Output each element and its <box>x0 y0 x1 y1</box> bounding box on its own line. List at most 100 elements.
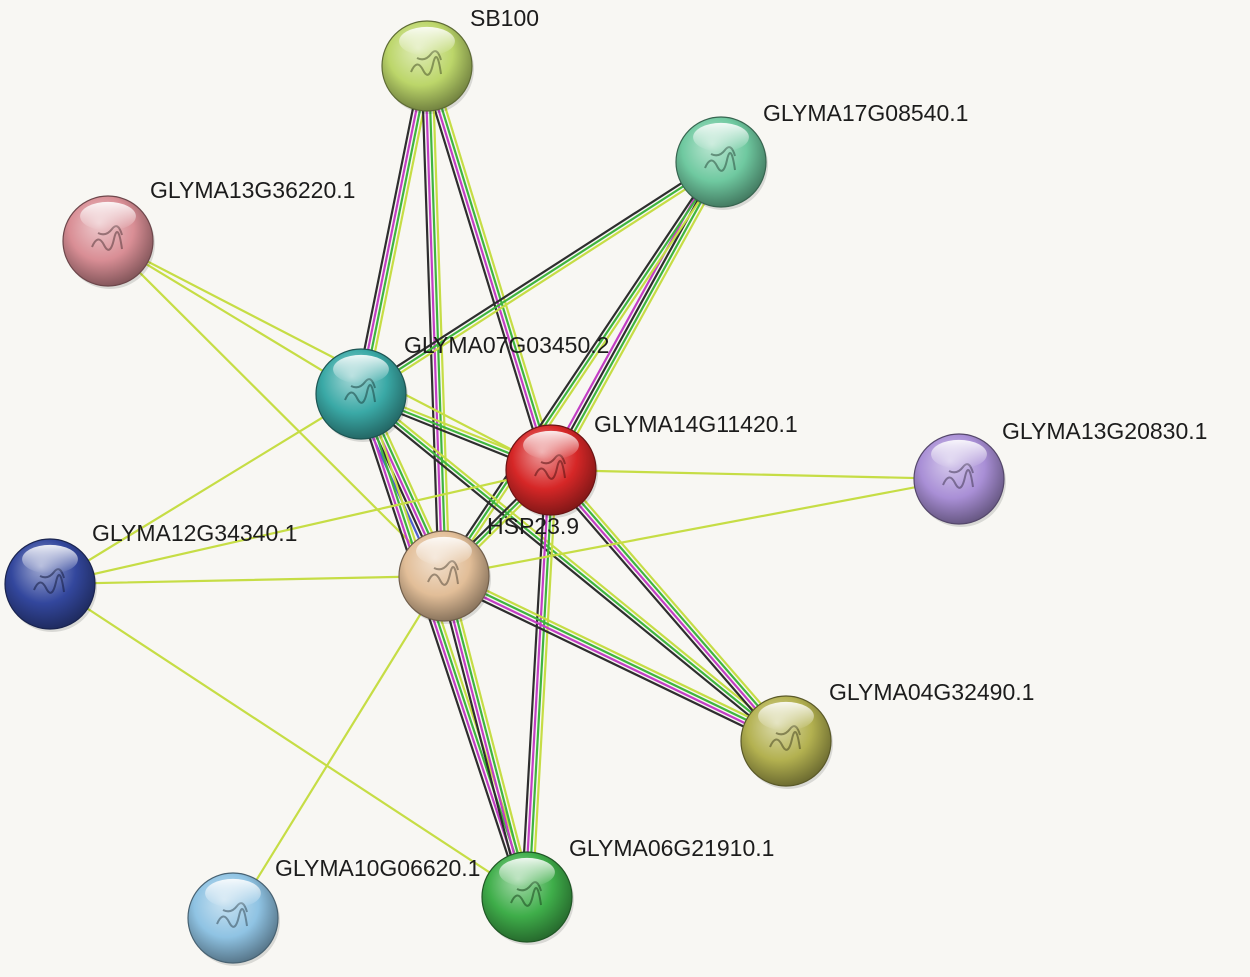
edge-strand-yellowgreen <box>448 573 534 897</box>
edge-strand-yellowgreen <box>531 469 558 899</box>
edge-strand-magenta <box>524 468 551 898</box>
edge-glyma14g11420-1-glyma04g32490-1 <box>545 465 792 746</box>
node-label-glyma07g03450-2: GLYMA07G03450.2 <box>404 332 609 358</box>
node-hsp23-9[interactable] <box>398 530 491 624</box>
node-label-glyma12g34340-1: GLYMA12G34340.1 <box>92 520 297 546</box>
edge-hsp23-9-glyma06g21910-1 <box>437 573 534 900</box>
edge-strand-yellowgreen <box>554 163 727 474</box>
edge-strand-green <box>359 392 788 743</box>
edge-strand-green <box>442 160 723 578</box>
edge-sb100-glyma07g03450-2 <box>354 63 434 397</box>
edge-strand-yellowgreen <box>106 239 553 472</box>
node-glyma17g08540-1[interactable] <box>675 116 768 210</box>
edge-strand-black <box>354 394 523 900</box>
edge-sb100-glyma14g11420-1 <box>420 63 558 473</box>
edge-strand-magenta <box>441 575 527 899</box>
edge-glyma13g36220-1-glyma07g03450-2 <box>106 239 363 396</box>
node-label-glyma13g36220-1: GLYMA13G36220.1 <box>150 177 355 203</box>
edge-strand-magenta <box>358 393 527 899</box>
node-glyma13g36220-1[interactable] <box>62 195 155 289</box>
edge-glyma07g03450-2-glyma06g21910-1 <box>354 391 534 900</box>
edge-strand-green <box>361 65 430 396</box>
edge-strand-black <box>520 468 547 898</box>
node-glyma06g21910-1[interactable] <box>481 851 574 945</box>
edge-strand-yellowgreen <box>48 574 446 586</box>
edge-strand-yellowgreen <box>106 239 363 396</box>
edge-strand-magenta <box>442 576 787 744</box>
edge-strand-green <box>359 160 723 396</box>
edge-strand-green <box>361 392 530 898</box>
edge-strand-green <box>427 64 554 471</box>
node-glyma04g32490-1[interactable] <box>740 695 833 789</box>
edge-sb100-hsp23-9 <box>420 64 451 578</box>
edge-glyma17g08540-1-glyma07g03450-2 <box>357 157 725 399</box>
edge-strand-green <box>443 573 788 741</box>
node-highlight <box>693 122 749 152</box>
edge-glyma12g34340-1-glyma06g21910-1 <box>48 582 529 899</box>
edge-strand-yellowgreen <box>48 582 529 899</box>
edge-strand-black <box>545 472 784 746</box>
edges-layer <box>48 63 961 920</box>
edge-hsp23-9-glyma10g06620-1 <box>231 574 446 920</box>
edge-strand-green <box>427 64 447 578</box>
edge-strand-black <box>357 157 721 393</box>
edge-strand-yellowgreen <box>445 570 790 738</box>
node-label-glyma10g06620-1: GLYMA10G06620.1 <box>275 855 480 881</box>
node-label-glyma13g20830-1: GLYMA13G20830.1 <box>1002 418 1207 444</box>
edge-strand-black <box>357 395 785 745</box>
edge-glyma13g36220-1-hsp23-9 <box>106 239 446 578</box>
edge-hsp23-9-glyma12g34340-1 <box>48 574 446 586</box>
node-label-sb100: SB100 <box>470 5 539 31</box>
edge-glyma14g11420-1-glyma12g34340-1 <box>48 468 553 586</box>
edge-strand-black <box>420 66 547 473</box>
node-highlight <box>499 857 555 887</box>
edge-strand-yellowgreen <box>365 391 534 897</box>
edge-strand-magenta <box>548 470 786 744</box>
edge-strand-black <box>439 158 720 576</box>
edge-strand-yellowgreen <box>231 574 446 920</box>
node-highlight <box>205 878 261 908</box>
edge-strand-yellowgreen <box>445 162 726 580</box>
node-label-glyma14g11420-1: GLYMA14G11420.1 <box>594 411 798 437</box>
edge-strand-magenta <box>424 64 444 578</box>
edge-strand-green <box>527 469 554 899</box>
edge-glyma07g03450-2-glyma12g34340-1 <box>48 392 363 586</box>
node-glyma13g20830-1[interactable] <box>913 433 1006 527</box>
edge-strand-magenta <box>358 64 427 395</box>
node-highlight <box>80 201 136 231</box>
node-label-glyma17g08540-1: GLYMA17G08540.1 <box>763 100 968 126</box>
node-highlight <box>333 354 389 384</box>
edge-glyma14g11420-1-glyma13g20830-1 <box>549 468 961 481</box>
edge-strand-yellowgreen <box>431 63 558 470</box>
node-glyma12g34340-1[interactable] <box>4 538 97 632</box>
edge-strand-yellowgreen <box>48 468 553 586</box>
edge-strand-black <box>354 63 423 395</box>
edge-strand-black <box>420 65 440 578</box>
edge-hsp23-9-glyma13g20830-1 <box>442 477 961 578</box>
edge-strand-yellowgreen <box>362 390 790 740</box>
edge-strand-yellowgreen <box>48 392 363 586</box>
edge-strand-green <box>551 467 789 741</box>
edge-strand-yellowgreen <box>442 477 961 578</box>
node-highlight <box>399 26 455 56</box>
node-label-glyma04g32490-1: GLYMA04G32490.1 <box>829 679 1034 705</box>
edge-glyma07g03450-2-glyma04g32490-1 <box>357 390 790 745</box>
nodes-layer <box>4 20 1006 966</box>
node-highlight <box>758 701 814 731</box>
node-glyma07g03450-2[interactable] <box>315 348 408 442</box>
node-glyma14g11420-1[interactable] <box>505 424 598 518</box>
edge-glyma14g11420-1-glyma06g21910-1 <box>520 468 558 899</box>
node-highlight <box>931 439 987 469</box>
node-sb100[interactable] <box>381 20 474 114</box>
node-glyma10g06620-1[interactable] <box>187 872 280 966</box>
edge-strand-black <box>437 576 523 900</box>
edge-strand-green <box>551 161 724 472</box>
edge-strand-yellowgreen <box>553 465 792 739</box>
edge-strand-yellowgreen <box>106 239 446 578</box>
edge-strand-yellowgreen <box>431 64 451 577</box>
edge-strand-yellowgreen <box>549 468 961 481</box>
node-highlight <box>416 536 472 566</box>
node-label-glyma06g21910-1: GLYMA06G21910.1 <box>569 835 774 861</box>
edge-strand-yellowgreen <box>365 65 434 397</box>
